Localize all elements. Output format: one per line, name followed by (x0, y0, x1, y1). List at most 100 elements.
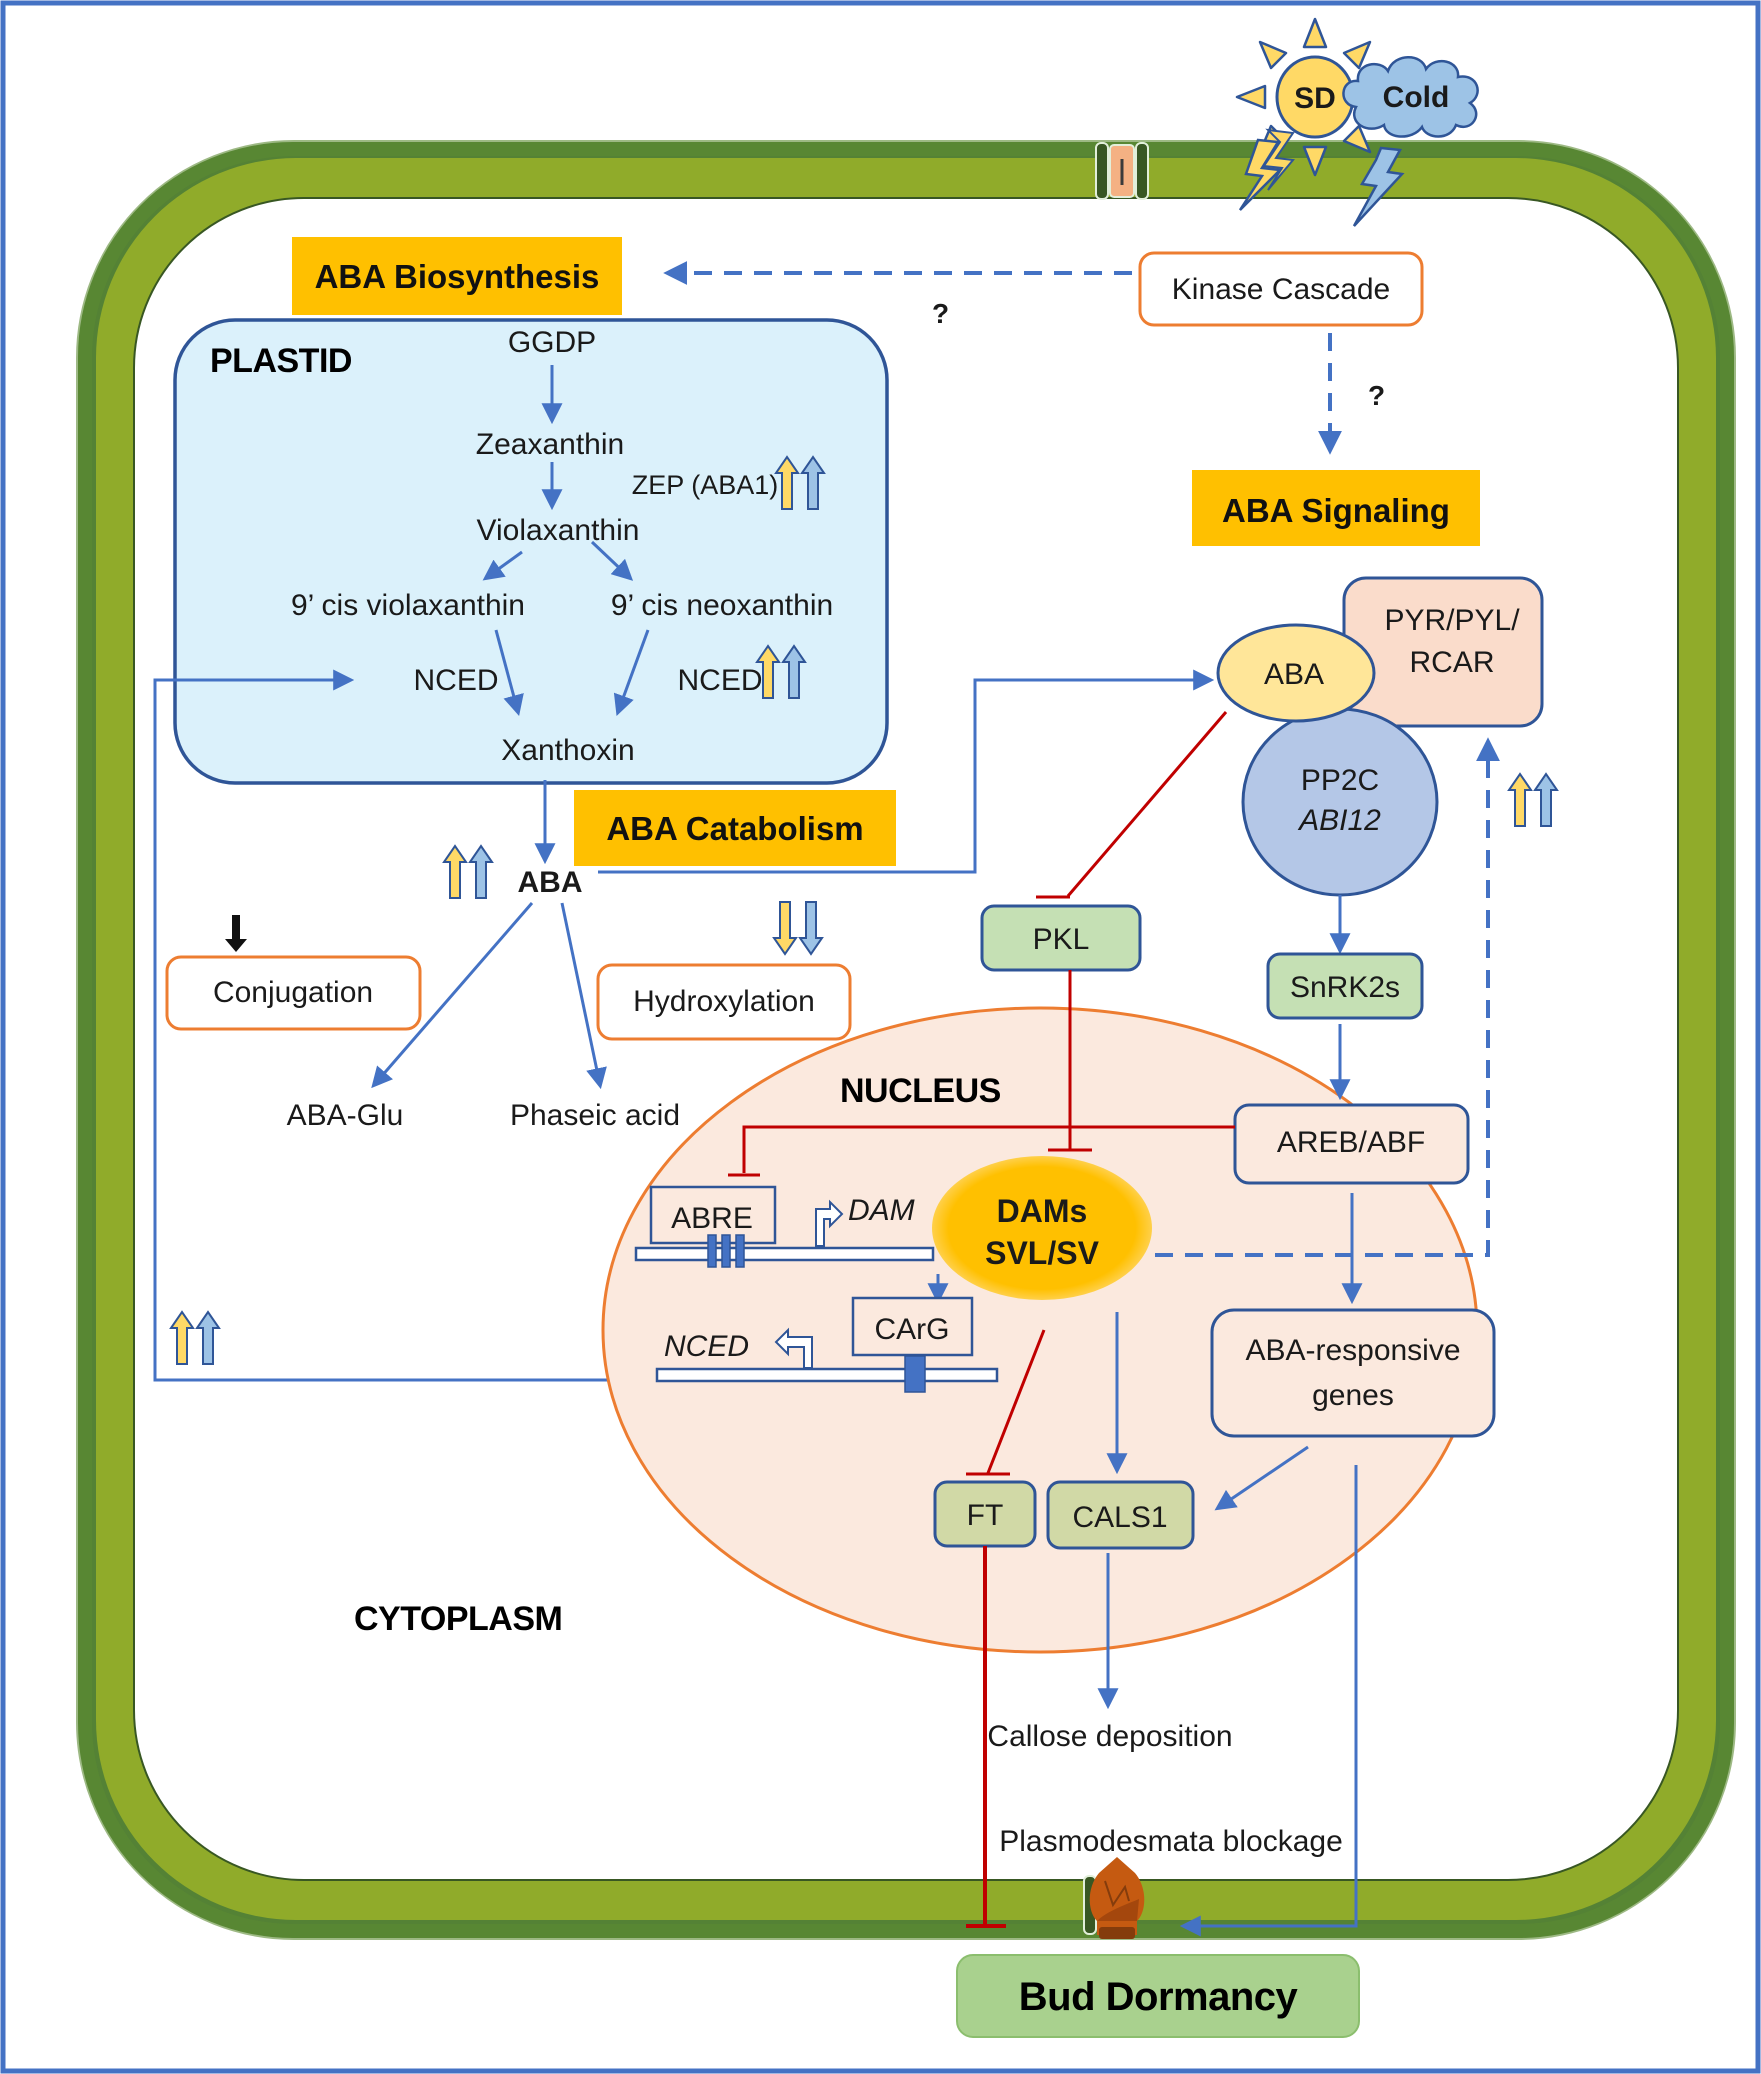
arrow-responsive-dormancy (1179, 1465, 1358, 1937)
regulation-arrows (169, 455, 1559, 1365)
dam-gene-locus: ABRE DAM (634, 1185, 935, 1268)
up-regulation-sd-icon (442, 844, 468, 899)
aba-responsive-genes-box: ABA-responsive genes (1210, 1308, 1496, 1438)
aba-signaling-header: ABA Signaling (1192, 470, 1480, 546)
up-regulation-sd-icon (169, 1310, 195, 1365)
arrow-to-cis-neoxanthin (590, 540, 634, 581)
svg-text:ABA Biosynthesis: ABA Biosynthesis (315, 258, 600, 295)
zeaxanthin-label: Zeaxanthin (476, 428, 624, 461)
aba-catabolism-header: ABA Catabolism (574, 790, 896, 866)
svg-text:SVL/SV: SVL/SV (985, 1235, 1099, 1271)
dam-gene-label: DAM (848, 1194, 915, 1227)
xanthoxin-label: Xanthoxin (501, 734, 634, 767)
arrow-cis-neoxanthin-xanthoxin (613, 629, 650, 716)
carg-label: CArG (875, 1313, 950, 1346)
membrane-channel-top (1095, 142, 1149, 200)
svg-text:ABA-responsive: ABA-responsive (1245, 1334, 1460, 1367)
nced-left-label: NCED (413, 664, 498, 697)
up-regulation-sd-icon (1507, 772, 1533, 827)
ggdp-label: GGDP (508, 326, 596, 359)
conjugation-down-icon (225, 915, 247, 952)
conjugation-box: Conjugation (165, 955, 422, 1031)
dams-node: DAMs SVL/SV (932, 1156, 1152, 1300)
areb-abf-box: AREB/ABF (1233, 1103, 1470, 1185)
snrk2-box: SnRK2s (1266, 952, 1424, 1020)
svg-text:PYR/PYL/: PYR/PYL/ (1384, 604, 1520, 637)
up-regulation-cold-icon (800, 455, 826, 510)
inhibit-dams-ft (986, 1329, 1046, 1474)
callose-deposition-label: Callose deposition (987, 1720, 1232, 1753)
svg-text:Bud Dormancy: Bud Dormancy (1019, 1975, 1299, 2019)
arrow-dams-to-receptor (1155, 737, 1500, 1257)
svg-text:ABA Catabolism: ABA Catabolism (606, 810, 863, 847)
nced-promoter-arrow-icon (774, 1327, 813, 1369)
pkl-box: PKL (980, 904, 1142, 972)
plastid: PLASTID (173, 318, 889, 785)
plasmodesmata-blockage-label: Plasmodesmata blockage (999, 1825, 1343, 1858)
svg-text:SnRK2s: SnRK2s (1290, 971, 1400, 1004)
svg-text:ABA: ABA (1264, 658, 1324, 691)
violaxanthin-label: Violaxanthin (477, 514, 640, 547)
svg-text:PP2C: PP2C (1301, 764, 1379, 797)
svg-text:PKL: PKL (1033, 923, 1090, 956)
kinase-cascade-box: Kinase Cascade (1138, 251, 1424, 327)
abre-label: ABRE (671, 1202, 753, 1235)
up-regulation-sd-icon (755, 644, 781, 699)
aba-glu-label: ABA-Glu (287, 1099, 404, 1132)
inhibit-aba-pkl (1066, 711, 1228, 897)
up-regulation-cold-icon (468, 844, 494, 899)
hydroxylation-box: Hydroxylation (596, 963, 852, 1041)
cis-neoxanthin-label: 9’ cis neoxanthin (611, 589, 833, 622)
cold-cloud-icon: Cold (1342, 56, 1479, 138)
plastid-label: PLASTID (210, 342, 352, 380)
cold-label: Cold (1383, 81, 1450, 114)
svg-text:RCAR: RCAR (1409, 646, 1494, 679)
cis-violaxanthin-label: 9’ cis violaxanthin (291, 589, 525, 622)
nced-right-label: NCED (677, 664, 762, 697)
question-mark-biosynthesis: ? (932, 298, 949, 329)
zep-label: ZEP (ABA1) (632, 470, 779, 500)
nced-gene-locus: CArG NCED (655, 1296, 999, 1393)
aba-ligand-node: ABA (1216, 623, 1376, 723)
arrow-responsive-cals1 (1214, 1445, 1309, 1511)
bud-icon (1089, 1857, 1145, 1939)
svg-text:AREB/ABF: AREB/ABF (1277, 1126, 1425, 1159)
aba-biosynthesis-header: ABA Biosynthesis (292, 237, 622, 315)
svg-text:ABI12: ABI12 (1297, 804, 1381, 837)
svg-text:ABA Signaling: ABA Signaling (1222, 492, 1450, 529)
pp2c-node: PP2C ABI12 (1241, 707, 1439, 897)
dam-promoter-arrow-icon (815, 1199, 844, 1247)
up-regulation-cold-icon (195, 1310, 221, 1365)
svg-text:FT: FT (967, 1499, 1004, 1532)
receptor-box: PYR/PYL/ RCAR (1342, 576, 1544, 728)
up-regulation-cold-icon (781, 644, 807, 699)
phaseic-acid-label: Phaseic acid (510, 1099, 680, 1132)
short-day-label: SD (1294, 82, 1336, 115)
arrow-to-cis-violaxanthin (482, 550, 523, 581)
down-regulation-cold-icon (798, 901, 824, 956)
arrow-nced-feedback (153, 669, 628, 1382)
svg-text:Hydroxylation: Hydroxylation (633, 985, 815, 1018)
nucleus-label: NUCLEUS (840, 1072, 1001, 1110)
inhibit-areb-abre (742, 1125, 1235, 1173)
svg-text:genes: genes (1312, 1379, 1394, 1412)
arrow-aba-to-phaseic-acid (560, 902, 607, 1090)
ft-box: FT (933, 1480, 1037, 1548)
svg-text:CALS1: CALS1 (1072, 1501, 1167, 1534)
sun-lightning-icon (1238, 128, 1295, 211)
arrow-aba-to-aba-glu (371, 902, 534, 1089)
cytoplasm-label: CYTOPLASM (354, 1600, 562, 1638)
bud-dormancy-box: Bud Dormancy (956, 1954, 1360, 2038)
svg-text:Conjugation: Conjugation (213, 976, 373, 1009)
cals1-box: CALS1 (1046, 1480, 1195, 1550)
cold-lightning-icon (1352, 146, 1405, 227)
nced-gene-label: NCED (664, 1330, 749, 1363)
question-mark-signaling: ? (1368, 380, 1385, 411)
svg-text:DAMs: DAMs (997, 1193, 1088, 1229)
svg-text:Kinase Cascade: Kinase Cascade (1172, 273, 1390, 306)
arrow-cis-violaxanthin-xanthoxin (494, 629, 524, 717)
up-regulation-cold-icon (1533, 772, 1559, 827)
up-regulation-sd-icon (774, 455, 800, 510)
arrow-aba-to-receptor (598, 669, 1215, 874)
